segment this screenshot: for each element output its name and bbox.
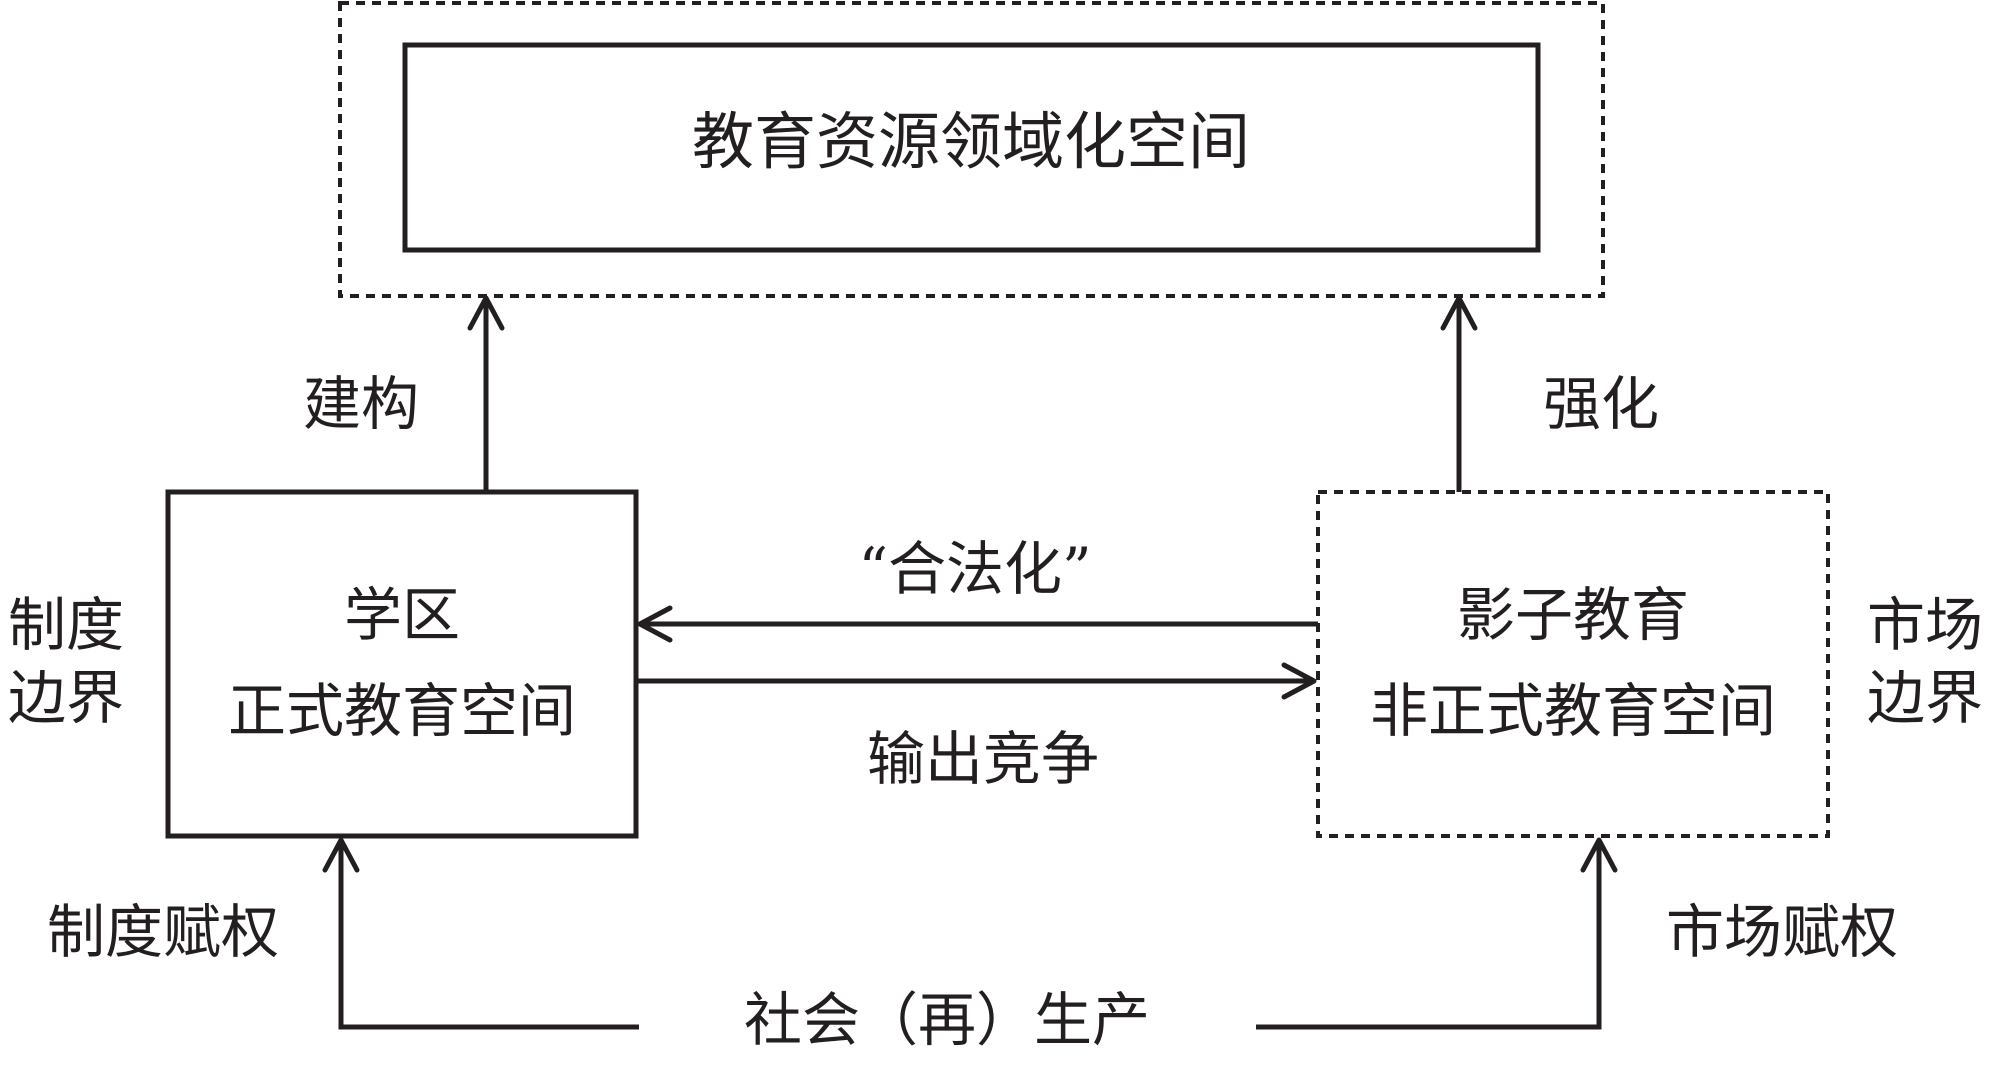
market-empowerment-label: 市场赋权 (1666, 898, 1898, 966)
institutional-empowerment-arrow (322, 837, 639, 1030)
social-reproduction-label: 社会（再）生产 (744, 986, 1150, 1054)
construct-label: 建构 (303, 370, 419, 438)
institutional-empowerment-label: 制度赋权 (47, 898, 279, 966)
legitimize-arrow (637, 605, 1318, 643)
market-boundary-label-line1: 市场 (1867, 591, 1983, 659)
top-space-label: 教育资源领域化空间 (692, 105, 1250, 178)
shadow-education-box (1316, 490, 1830, 838)
shadow-education-label-line1: 影子教育 (1457, 581, 1689, 649)
institutional-boundary-label-line1: 制度 (8, 591, 124, 659)
reinforce-arrow (1440, 295, 1478, 492)
top-inner-box (402, 42, 1541, 253)
export-competition-label: 输出竞争 (867, 725, 1099, 793)
school-district-label-line1: 学区 (344, 581, 460, 649)
legitimize-label: “合法化” (858, 535, 1091, 603)
market-boundary-label-line2: 边界 (1867, 664, 1983, 732)
export-competition-arrow (636, 662, 1317, 700)
reinforce-label: 强化 (1543, 370, 1659, 438)
market-empowerment-arrow (1256, 837, 1618, 1030)
institutional-boundary-label-line2: 边界 (8, 664, 124, 732)
construct-arrow (467, 295, 505, 492)
school-district-label-line2: 正式教育空间 (228, 677, 576, 745)
shadow-education-label-line2: 非正式教育空间 (1370, 677, 1776, 745)
top-outer-dashed-frame (338, 1, 1605, 298)
school-district-box (165, 489, 639, 839)
